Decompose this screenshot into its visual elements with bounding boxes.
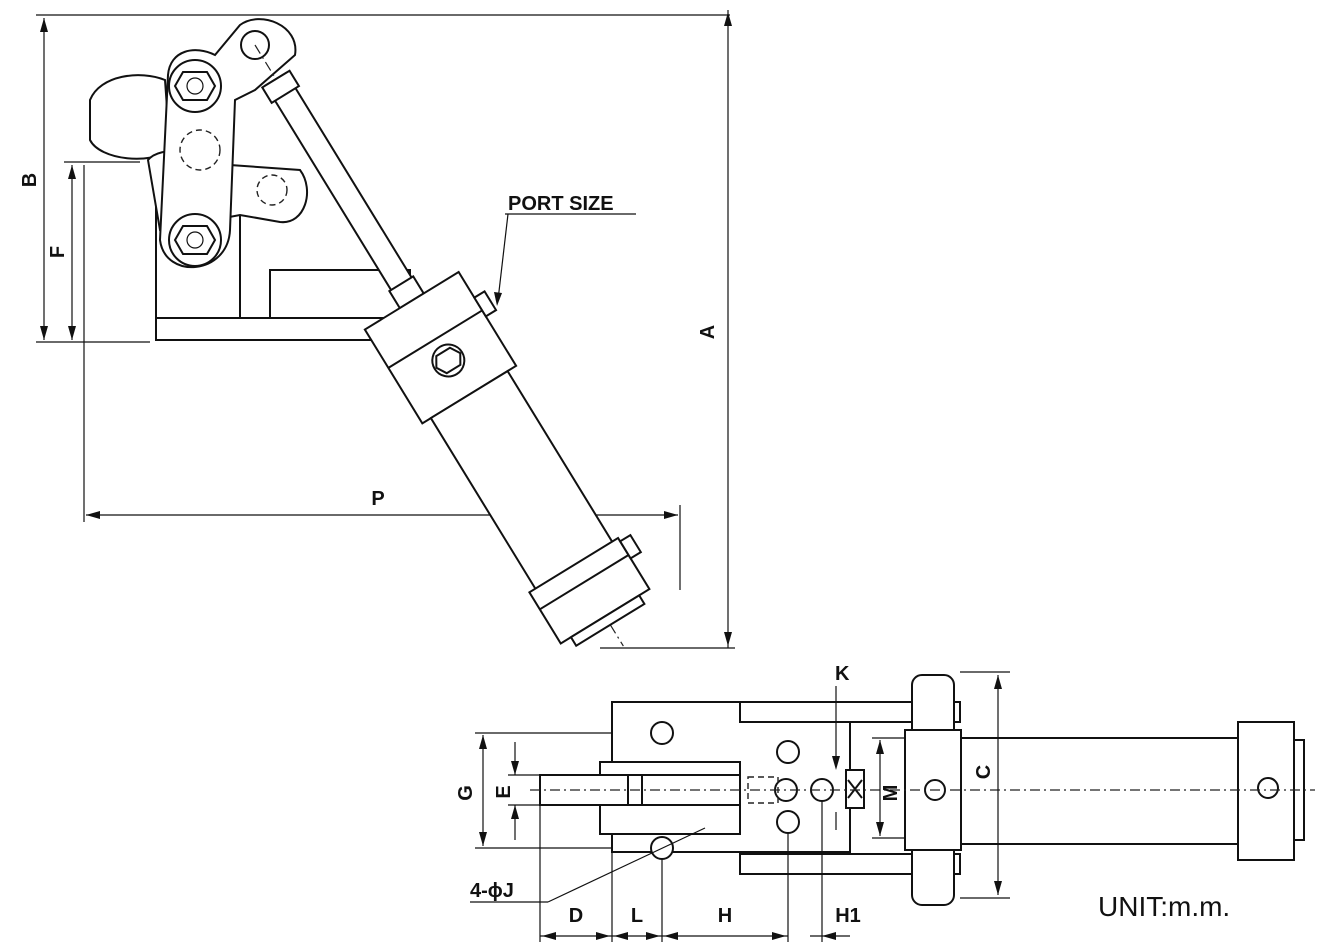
unit-note: UNIT:m.m. bbox=[1098, 891, 1230, 922]
dim-label-m: M bbox=[880, 785, 902, 802]
dim-label-d: D bbox=[569, 905, 583, 927]
top-view: K C M G E 4-ϕJ bbox=[455, 663, 1315, 942]
dim-label-c: C bbox=[973, 765, 995, 779]
bottom-dimensions: D L H H1 bbox=[539, 801, 861, 942]
dim-label-p: P bbox=[371, 488, 384, 510]
port-size-label: PORT SIZE bbox=[508, 193, 614, 215]
port-fitting bbox=[472, 289, 498, 318]
dim-label-e: E bbox=[493, 785, 515, 798]
mount-hole bbox=[650, 721, 674, 745]
dim-label-g: G bbox=[455, 785, 477, 801]
dim-label-a: A bbox=[697, 325, 719, 339]
clamp-arm bbox=[89, 74, 172, 160]
cylinder-body-top bbox=[960, 737, 1242, 845]
dim-label-h1: H1 bbox=[835, 905, 861, 927]
pivot-bolt-top bbox=[168, 59, 222, 113]
hole-leader bbox=[547, 827, 706, 903]
pivot-bolt-bottom bbox=[168, 213, 222, 267]
port-size-leader bbox=[497, 213, 509, 301]
dim-label-f: F bbox=[47, 246, 69, 258]
dim-label-h: H bbox=[718, 905, 732, 927]
hole-callout: 4-ϕJ bbox=[470, 880, 514, 902]
side-view: B F A P bbox=[19, 10, 735, 649]
dim-label-b: B bbox=[19, 173, 41, 187]
air-cylinder bbox=[254, 44, 651, 648]
dim-label-k: K bbox=[835, 663, 850, 685]
dim-label-l: L bbox=[631, 905, 643, 927]
